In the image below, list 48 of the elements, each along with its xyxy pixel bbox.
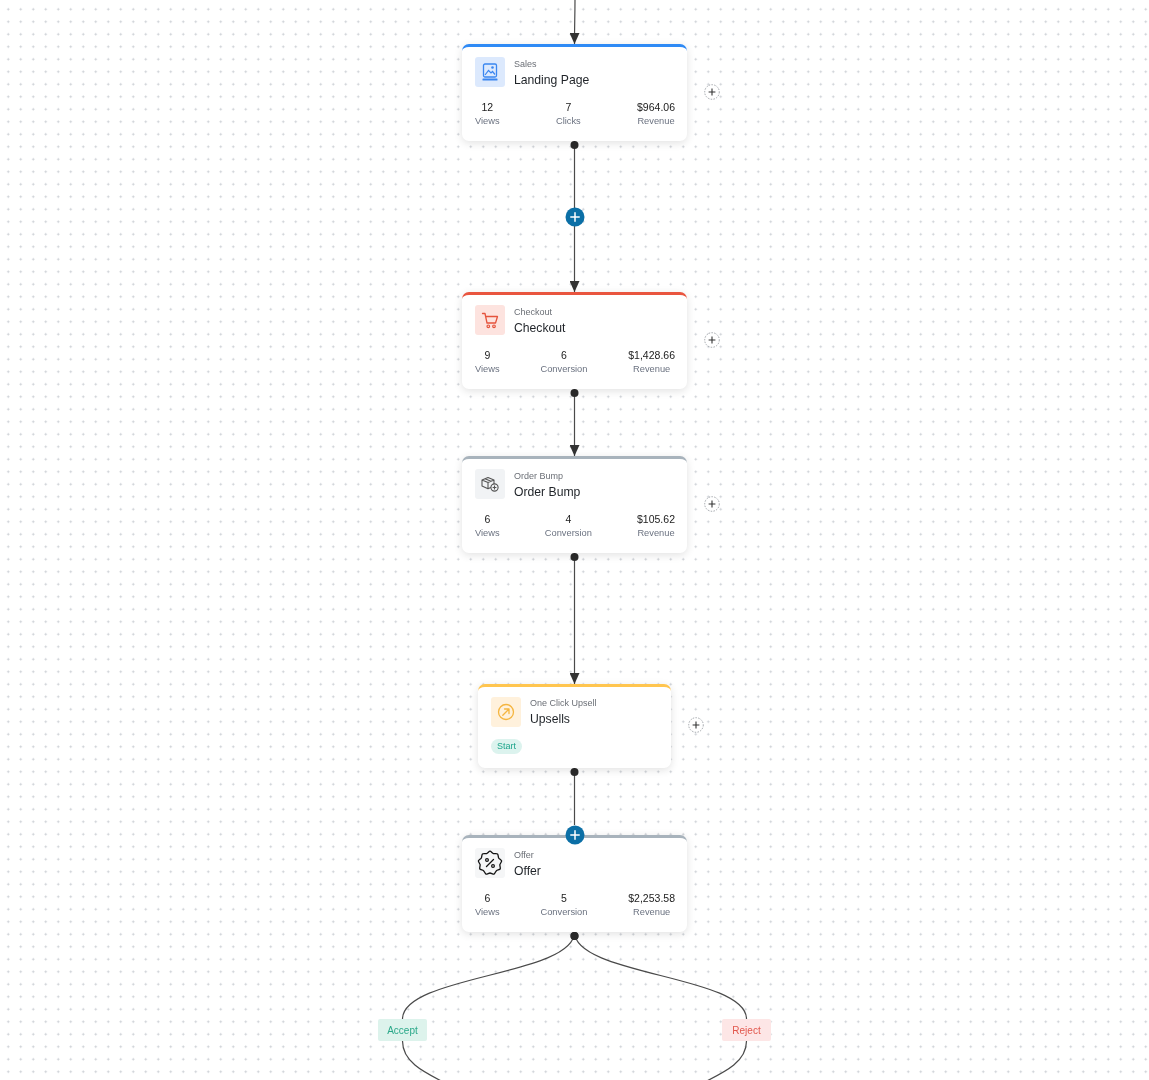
stat-value: $105.62: [637, 512, 675, 526]
step-card: [462, 44, 687, 141]
stat-value: 5: [561, 891, 567, 905]
stat-label: Revenue: [637, 115, 675, 127]
step-card: [478, 684, 671, 768]
stat-label: Conversion: [544, 527, 592, 539]
status-badge: Start: [491, 739, 522, 754]
stat-label: Conversion: [540, 363, 588, 375]
stat-label: Views: [475, 363, 500, 375]
step-title: Upsells: [530, 711, 570, 727]
stat-label: Clicks: [555, 115, 581, 127]
connector-arrow: [569, 552, 580, 685]
branch-tag: Reject: [722, 1019, 771, 1041]
step-type: Checkout: [514, 306, 553, 318]
stat-label: Conversion: [540, 906, 588, 918]
stat-label: Revenue: [633, 363, 671, 375]
step-card: [462, 292, 687, 389]
stat-value: 6: [561, 348, 567, 362]
branch-tag: Accept: [378, 1019, 427, 1041]
stat-value: $1,428.66: [628, 348, 675, 362]
stat-value: 4: [565, 512, 572, 526]
stat-value: 6: [484, 891, 491, 905]
stat-value: $2,253.58: [628, 891, 675, 905]
stat-value: 9: [484, 348, 491, 362]
step-type: One Click Upsell: [530, 697, 597, 709]
stat-label: Views: [475, 527, 500, 539]
step-card: [462, 835, 687, 932]
step-card: [462, 456, 687, 553]
step-title: Landing Page: [514, 72, 590, 88]
stat-value: 12: [481, 100, 494, 114]
step-type: Offer: [514, 849, 534, 861]
connector-arrow: [569, 0, 580, 45]
step-type: Order Bump: [514, 470, 564, 482]
connector-arrow: [569, 388, 580, 457]
stat-label: Revenue: [637, 527, 675, 539]
step-title: Checkout: [514, 320, 566, 336]
stat-value: 7: [565, 100, 572, 114]
stat-label: Views: [475, 115, 500, 127]
connector-line: [571, 931, 748, 1020]
step-type: Sales: [514, 58, 537, 70]
connector-arrow: [569, 140, 580, 293]
stat-label: Revenue: [633, 906, 671, 918]
step-title: Order Bump: [514, 484, 581, 500]
step-title: Offer: [514, 863, 541, 879]
stat-label: Views: [475, 906, 500, 918]
connector-line: [570, 767, 579, 826]
stat-value: 6: [484, 512, 491, 526]
stat-value: $964.06: [637, 100, 675, 114]
